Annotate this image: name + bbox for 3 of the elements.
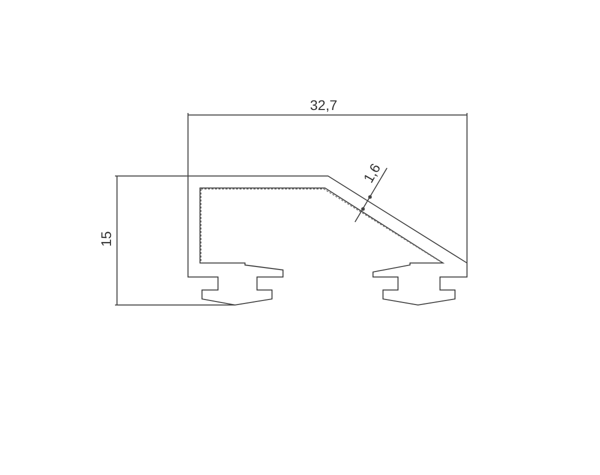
dimension-label: 15	[98, 231, 113, 247]
dimension-label: 1,6	[360, 161, 383, 185]
dimension-label: 32,7	[310, 98, 338, 112]
